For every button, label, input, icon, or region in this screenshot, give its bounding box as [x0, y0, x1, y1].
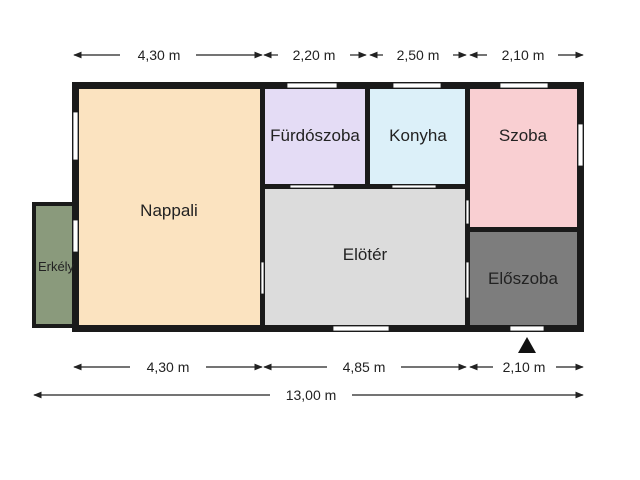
room-label-erkely: Erkély [38, 259, 75, 274]
room-label-szoba: Szoba [499, 126, 548, 145]
window [286, 82, 338, 89]
room-label-nappali: Nappali [140, 201, 198, 220]
dim-top-2: 2,20 m [293, 47, 336, 63]
wall-szoba-eloszoba [470, 227, 577, 232]
dim-bottom-1: 4,30 m [147, 359, 190, 375]
entrance-door [509, 325, 545, 332]
wall-bath-hall [265, 184, 465, 189]
dim-top-1: 4,30 m [138, 47, 181, 63]
window [72, 219, 79, 253]
room-nappali [79, 89, 260, 325]
room-label-eloter: Elötér [343, 245, 388, 264]
room-label-eloszoba: Előszoba [488, 269, 558, 288]
dim-top-3: 2,50 m [397, 47, 440, 63]
triangle-up-icon [518, 337, 536, 353]
door [465, 261, 470, 299]
wall-nappali-right [260, 89, 265, 325]
dim-total: 13,00 m [286, 387, 337, 403]
wall-balcony-left [32, 202, 36, 328]
wall-balcony-top [32, 202, 72, 206]
window [72, 111, 79, 161]
wall-balcony-bottom [32, 324, 72, 328]
room-szoba [470, 89, 577, 227]
window [392, 82, 442, 89]
wall-bottom [72, 325, 584, 332]
openings [72, 82, 584, 332]
window [577, 123, 584, 167]
wall-left [72, 82, 79, 332]
room-eloszoba [470, 232, 577, 325]
door [260, 261, 265, 295]
door [465, 199, 470, 225]
wall-right [577, 82, 584, 332]
window [332, 325, 390, 332]
room-konyha [370, 89, 465, 184]
room-label-furdoszoba: Fürdószoba [270, 126, 360, 145]
dim-bottom-3: 2,10 m [503, 359, 546, 375]
door [391, 184, 437, 189]
wall-bath-kitchen [365, 89, 370, 184]
door [289, 184, 335, 189]
dim-bottom-2: 4,85 m [343, 359, 386, 375]
room-label-konyha: Konyha [389, 126, 447, 145]
dim-top-4: 2,10 m [502, 47, 545, 63]
room-furdoszoba [265, 89, 365, 184]
window [499, 82, 549, 89]
room-erkely [35, 205, 72, 325]
room-eloter [265, 189, 465, 325]
